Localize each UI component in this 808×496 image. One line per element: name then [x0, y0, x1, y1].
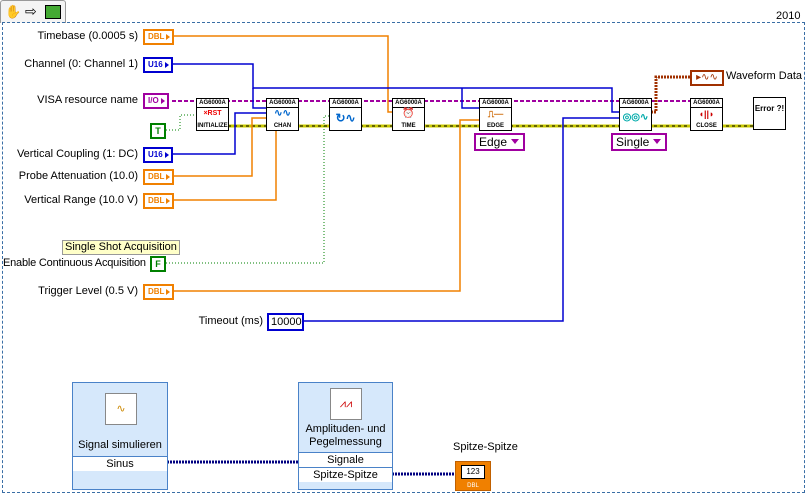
wire-timebase	[172, 35, 392, 113]
indicator-type: DBL	[467, 483, 479, 489]
visa-control[interactable]: I/O	[143, 93, 169, 109]
wire-coupling	[172, 112, 266, 155]
read-vi[interactable]: AG6000A◎◎∿	[619, 98, 652, 131]
comment-label: Single Shot Acquisition	[62, 240, 180, 255]
label-coupling: Vertical Coupling (1: DC)	[16, 148, 138, 160]
waveform-label: Waveform Data	[726, 70, 803, 82]
clock-icon: ⏰	[402, 108, 415, 119]
wire-range	[172, 130, 277, 201]
wire-trigger	[172, 119, 479, 292]
spitze-indicator[interactable]: 123 DBL	[455, 461, 491, 491]
acquisition-config-vi[interactable]: AG6000A↻∿	[329, 98, 362, 131]
wire-timeout	[301, 117, 619, 322]
rst-idn-icon: ×RST	[203, 110, 222, 117]
range-control[interactable]: DBL	[143, 193, 175, 209]
wire-continuous	[166, 115, 329, 264]
coupling-control[interactable]: U16	[143, 147, 173, 163]
label-visa: VISA resource name	[37, 94, 138, 106]
channel-control[interactable]: U16	[143, 57, 173, 73]
arrow-icon[interactable]: ⇨	[25, 3, 37, 19]
edge-vi[interactable]: AG6000A⎍━EDGE	[479, 98, 512, 131]
time-vi[interactable]: AG6000A⏰TIME	[392, 98, 425, 131]
amplitude-express-vi[interactable]: ⩘⩘ Amplituden- und Pegelmessung Signale …	[298, 382, 393, 490]
amplitude-icon: ⩘⩘	[330, 388, 362, 420]
plug-icon: ◖||◗	[698, 109, 715, 119]
error-handler-vi[interactable]: Error ?!	[753, 97, 786, 130]
wire-true	[166, 114, 196, 131]
waveform-icon: ▸∿∿	[696, 72, 718, 83]
screwdriver-icon: ⎍━	[487, 109, 504, 119]
true-constant[interactable]: T	[150, 123, 166, 139]
wire-waveform	[651, 75, 690, 114]
hand-icon[interactable]: ✋	[5, 4, 22, 19]
label-timebase: Timebase (0.0005 s)	[37, 30, 138, 42]
amp-output-spitze[interactable]: Spitze-Spitze	[299, 467, 392, 482]
simulate-signal-express-vi[interactable]: ∿ Signal simulieren Sinus	[72, 382, 168, 490]
run-icon[interactable]	[45, 5, 61, 19]
label-trigger: Trigger Level (0.5 V)	[38, 285, 138, 297]
trigger-control[interactable]: DBL	[143, 284, 175, 300]
label-probe: Probe Attenuation (10.0)	[18, 170, 138, 182]
edge-ring[interactable]: Edge	[474, 133, 526, 151]
sim-title: Signal simulieren	[78, 439, 162, 451]
label-range: Vertical Range (10.0 V)	[24, 194, 138, 206]
label-timeout: Timeout (ms)	[198, 315, 263, 327]
amp-title: Amplituden- und Pegelmessung	[305, 423, 386, 448]
chan-vi[interactable]: AG6000A∿∿CHAN	[266, 98, 299, 131]
waveform-indicator[interactable]: ▸∿∿	[690, 70, 724, 86]
spitze-label: Spitze-Spitze	[453, 441, 518, 453]
wire-probe	[172, 117, 266, 177]
close-vi[interactable]: AG6000A◖||◗CLOSE	[690, 98, 723, 131]
toolbar: ✋ ⇨	[0, 0, 66, 23]
simulate-icon: ∿	[105, 393, 137, 425]
diagram-frame	[2, 22, 805, 493]
timeout-constant[interactable]: 10000	[267, 313, 304, 331]
glasses-icon: ◎◎∿	[622, 112, 649, 123]
label-continuous: Enable Continuous Acquisition	[3, 257, 146, 269]
tab-2010[interactable]: 2010	[776, 10, 801, 22]
timebase-control[interactable]: DBL	[143, 29, 175, 45]
amp-input-signale[interactable]: Signale	[299, 452, 392, 467]
probe-control[interactable]: DBL	[143, 169, 175, 185]
single-ring[interactable]: Single	[611, 133, 668, 151]
continuous-constant[interactable]: F	[150, 256, 166, 272]
label-channel: Channel (0: Channel 1)	[24, 58, 138, 70]
indicator-value: 123	[461, 465, 485, 479]
loop-icon: ↻∿	[335, 111, 356, 125]
wire-channel	[172, 63, 619, 113]
wave-icon: ∿∿	[274, 108, 291, 119]
sim-output-sinus[interactable]: Sinus	[73, 456, 167, 471]
